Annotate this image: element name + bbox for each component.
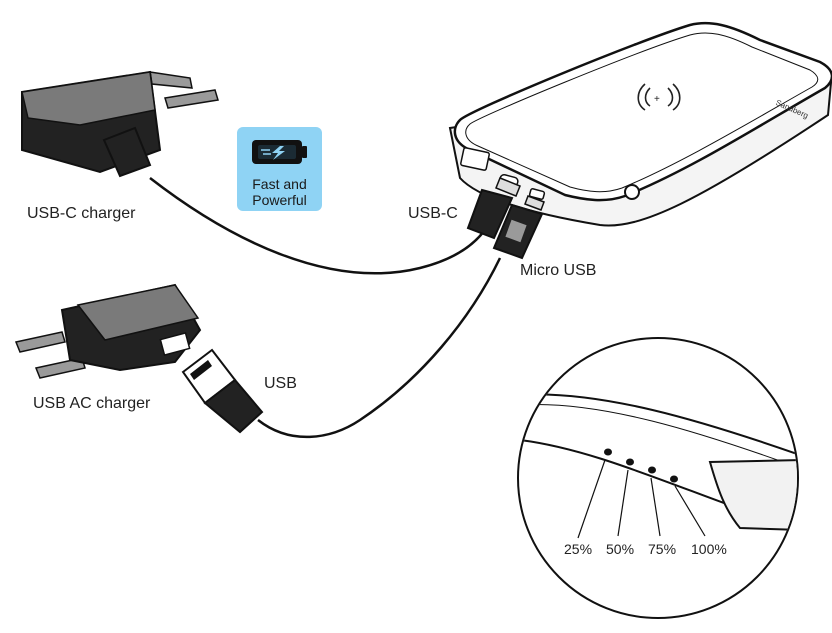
power-bank: + (448, 21, 832, 227)
label-usb: USB (264, 375, 297, 392)
led-50 (626, 458, 634, 466)
usb-c-charger (21, 70, 219, 178)
led-25 (604, 448, 612, 456)
usb-cable (257, 257, 502, 439)
label-micro-usb: Micro USB (520, 262, 597, 279)
usb-c-cable (149, 177, 492, 275)
power-bank-usb-a-port (460, 147, 490, 171)
led-label-25: 25% (564, 541, 593, 557)
fast-powerful-badge: Fast and Powerful (237, 176, 322, 208)
power-bank-button (624, 184, 640, 200)
battery-charging-icon (252, 140, 307, 164)
label-usb-c-charger: USB-C charger (27, 205, 136, 222)
led-leader-lines (577, 459, 706, 539)
svg-text:+: + (654, 94, 660, 105)
usb-a-plug (181, 348, 264, 434)
wireless-charging-icon: + (637, 83, 681, 111)
label-usb-c: USB-C (408, 205, 458, 222)
led-label-50: 50% (606, 541, 635, 557)
usb-ac-charger-prongs (14, 331, 86, 379)
micro-usb-plug (492, 195, 545, 260)
led-75 (648, 466, 656, 474)
usb-c-charger-prongs (149, 71, 219, 109)
badge-line-2: Powerful (252, 192, 307, 208)
label-usb-ac-charger: USB AC charger (33, 395, 151, 412)
led-100 (670, 475, 678, 483)
led-label-100: 100% (691, 541, 727, 557)
usb-ac-charger (14, 283, 202, 379)
usb-port (159, 331, 191, 357)
usb-c-plug (466, 177, 521, 240)
led-indicators (604, 448, 678, 483)
power-bank-micro-usb-port (528, 188, 546, 200)
badge-line-1: Fast and (252, 176, 307, 192)
led-zoom-callout (517, 337, 799, 619)
led-label-75: 75% (648, 541, 677, 557)
